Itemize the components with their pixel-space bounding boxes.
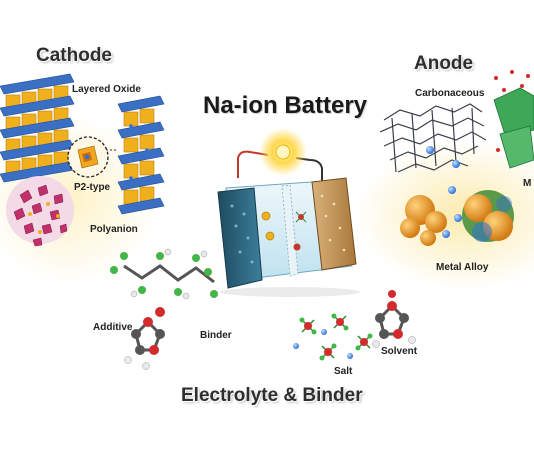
- anode-halo: [355, 140, 534, 290]
- additive-label: Additive: [93, 322, 133, 333]
- binder-polymer-chain: [110, 248, 218, 300]
- electrolyte-heading: Electrolyte & Binder: [181, 385, 363, 406]
- layered-oxide-structure: [0, 73, 75, 183]
- green-crystal-structure: [493, 70, 534, 169]
- diagram-title: Na-ion Battery: [203, 92, 368, 119]
- anode-heading: Anode: [414, 53, 474, 74]
- p2-prism: [77, 145, 99, 169]
- binder-label: Binder: [200, 330, 232, 341]
- cathode-heading: Cathode: [36, 45, 112, 66]
- carbonaceous-structure: [379, 103, 487, 173]
- cut-off-label: M: [523, 178, 532, 189]
- sodium-ions-carbon: [426, 146, 460, 168]
- sodium-ions-alloy: [442, 186, 462, 238]
- carbonaceous-label: Carbonaceous: [415, 88, 485, 99]
- layered-oxide-column: [117, 95, 165, 215]
- solvent-label: Solvent: [381, 346, 418, 357]
- additive-molecule: [124, 307, 165, 370]
- battery-cell: [217, 128, 360, 297]
- polyanion-structure: [6, 176, 74, 247]
- metal-alloy-particles: [400, 190, 514, 246]
- salt-molecules: [293, 313, 373, 361]
- salt-label: Salt: [334, 366, 353, 377]
- p2-type-label: P2-type: [74, 182, 111, 193]
- polyanion-label: Polyanion: [90, 224, 138, 235]
- layered-oxide-label: Layered Oxide: [72, 84, 141, 95]
- solvent-molecule: [372, 290, 416, 348]
- metal-alloy-label: Metal Alloy: [436, 262, 489, 273]
